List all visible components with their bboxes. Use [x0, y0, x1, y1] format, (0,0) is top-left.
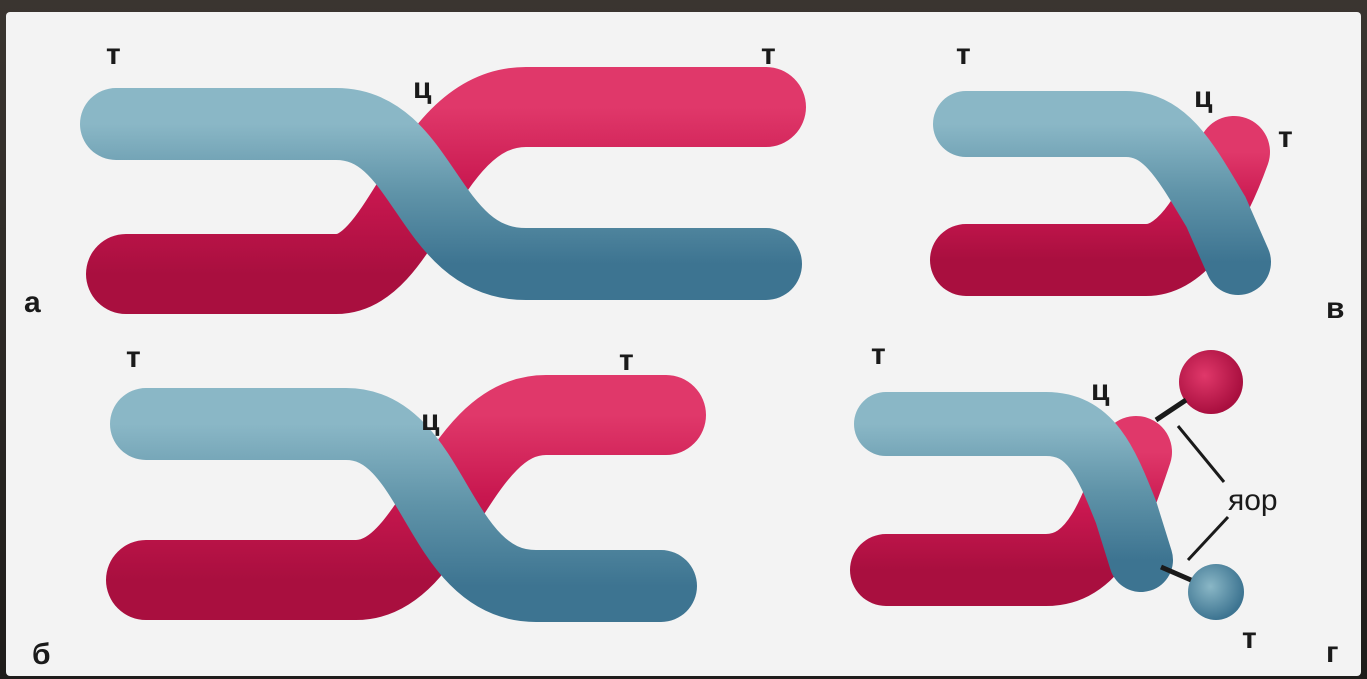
- telomere-label-top: т: [871, 338, 886, 371]
- panel-g-chromosome: т ц яор т: [871, 338, 1278, 655]
- centromere-label: ц: [1194, 81, 1213, 114]
- blue-satellite: [1188, 564, 1244, 620]
- nor-pointer-bottom: [1188, 517, 1228, 560]
- telomere-label-right: т: [619, 344, 634, 377]
- nor-pointer-top: [1178, 426, 1224, 482]
- telomere-label-left: т: [106, 38, 121, 71]
- panel-label-v: в: [1326, 292, 1344, 325]
- nor-stalk-red: [1156, 400, 1186, 420]
- diagram-canvas: т т ц а т т ц б т ц т в: [6, 12, 1361, 676]
- centromere-label: ц: [421, 404, 440, 437]
- panel-label-a: а: [24, 286, 41, 319]
- panel-a-chromosome: т т ц: [106, 38, 776, 274]
- telomere-label-left: т: [126, 341, 141, 374]
- panel-label-b: б: [32, 638, 51, 671]
- centromere-label: ц: [413, 72, 432, 105]
- telomere-label-right: т: [1278, 121, 1293, 154]
- red-satellite: [1179, 350, 1243, 414]
- telomere-label-right: т: [761, 38, 776, 71]
- telomere-label-bottom: т: [1242, 622, 1257, 655]
- nor-label: яор: [1228, 484, 1278, 517]
- centromere-label: ц: [1091, 374, 1110, 407]
- panel-label-g: г: [1326, 636, 1339, 669]
- panel-b-chromosome: т т ц: [126, 341, 666, 586]
- chromosome-diagram: т т ц а т т ц б т ц т в: [6, 12, 1361, 676]
- panel-v-chromosome: т ц т: [956, 38, 1293, 262]
- telomere-label-top: т: [956, 38, 971, 71]
